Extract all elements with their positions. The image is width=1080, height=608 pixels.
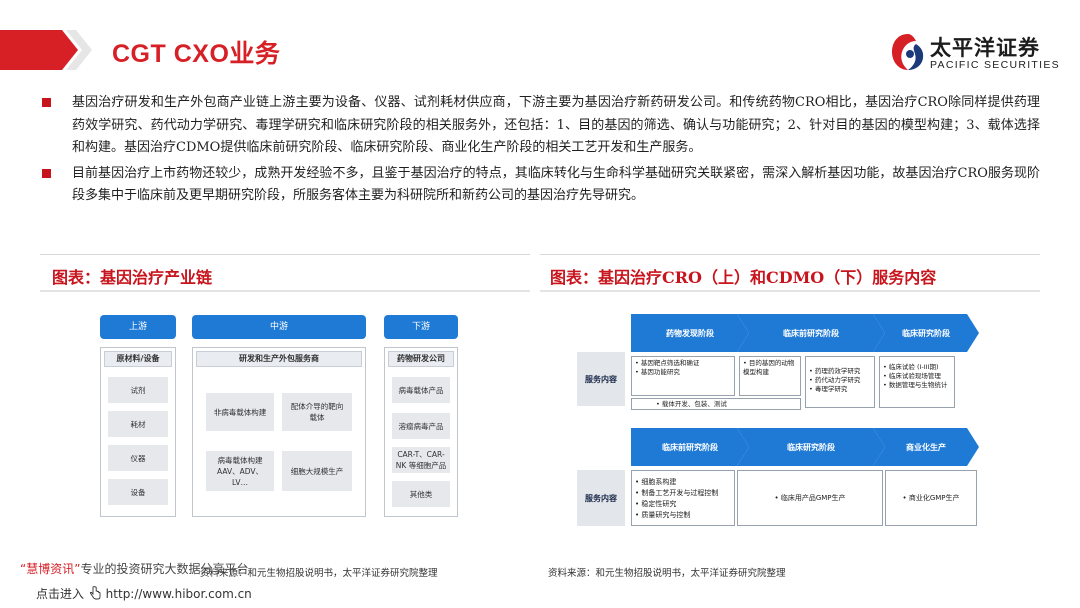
watermark-url-link[interactable]: http://www.hibor.com.cn — [105, 587, 252, 601]
upstream-chip: 上游 — [100, 315, 176, 339]
cro-stage-label: 药物发现阶段 — [666, 328, 714, 338]
service-line: • 药代动力学研究 — [809, 376, 861, 384]
cro-stage-label: 临床研究阶段 — [902, 328, 950, 338]
cro-service-label: 服务内容 — [577, 352, 625, 406]
service-line: 模型构建 — [743, 368, 769, 376]
midstream-item: 细胞大规模生产 — [282, 451, 352, 491]
service-line: • 药理药效学研究 — [809, 367, 861, 375]
downstream-item: 其他类 — [392, 481, 450, 507]
cro-service-box: • 目的基因的动物 模型构建 — [739, 356, 801, 396]
cdmo-stage-label: 临床前研究阶段 — [662, 442, 718, 452]
cro-stage-arrow: 临床前研究阶段 — [737, 314, 885, 352]
watermark-brand: “慧博资讯” — [20, 562, 81, 576]
cdmo-stage-arrow: 商业化生产 — [873, 428, 979, 466]
watermark-line1: “慧博资讯”专业的投资研究大数据分享平台 — [20, 560, 248, 577]
downstream-chip: 下游 — [384, 315, 458, 339]
midstream-item: 配体介导的靶向载体 — [282, 393, 352, 431]
service-line: • 数据管理与生物统计 — [883, 381, 948, 389]
logo-text-cn: 太平洋证券 — [930, 36, 1040, 60]
divider — [40, 254, 530, 255]
midstream-head: 研发和生产外包服务商 — [196, 351, 362, 367]
service-line: • 制备工艺开发与过程控制 — [635, 489, 719, 497]
cro-stage-arrow: 临床研究阶段 — [873, 314, 979, 352]
upstream-item: 仪器 — [108, 445, 168, 471]
service-line: • 稳定性研究 — [635, 500, 677, 508]
service-line: • 目的基因的动物 — [743, 359, 795, 367]
service-line: • 商业化GMP生产 — [902, 493, 960, 502]
hand-pointer-icon — [89, 586, 101, 600]
cro-service-box: • 临床试验 (I-III期) • 临床试验现场管理 • 数据管理与生物统计 — [879, 356, 955, 408]
service-line: • 毒理学研究 — [809, 385, 848, 393]
midstream-item: 病毒载体构建 AAV、ADV、LV… — [206, 451, 274, 491]
right-source: 资料来源：和元生物招股说明书，太平洋证券研究院整理 — [548, 568, 786, 579]
watermark-prefix: 点击进入 — [36, 587, 85, 601]
bullet-square-icon — [42, 98, 51, 107]
page-title: CGT CXO业务 — [112, 40, 281, 68]
industry-chain-diagram: 上游 中游 下游 原材料/设备 试剂 耗材 仪器 设备 研发和生产外包服务商 非… — [60, 305, 480, 545]
service-line: • 基因靶点筛选和确证 — [635, 359, 700, 367]
upstream-item: 试剂 — [108, 377, 168, 403]
bullet-list: 基因治疗研发和生产外包商产业链上游主要为设备、仪器、试剂耗材供应商，下游主要为基… — [40, 92, 1040, 208]
right-section-header: 图表：基因治疗CRO（上）和CDMO（下）服务内容 — [540, 254, 1040, 292]
cdmo-service-label: 服务内容 — [577, 470, 625, 526]
bullet-square-icon — [42, 168, 51, 178]
cdmo-stage-label: 临床研究阶段 — [787, 442, 835, 452]
header-arrow-decor — [0, 30, 92, 70]
cdmo-stage-arrow: 临床前研究阶段 — [631, 428, 749, 466]
service-line: • 质量研究与控制 — [635, 511, 691, 519]
service-line: • 细胞系构建 — [635, 478, 677, 486]
downstream-item: 病毒载体产品 — [392, 377, 450, 403]
cro-service-box: • 药理药效学研究 • 药代动力学研究 • 毒理学研究 — [805, 356, 875, 408]
bullet-text: 基因治疗研发和生产外包商产业链上游主要为设备、仪器、试剂耗材供应商，下游主要为基… — [72, 95, 1040, 155]
upstream-item: 耗材 — [108, 411, 168, 437]
pacific-logo-icon — [892, 34, 924, 70]
service-line: • 临床试验现场管理 — [883, 372, 941, 380]
service-line: • 基因功能研究 — [635, 368, 680, 376]
downstream-item: 溶瘤病毒产品 — [392, 413, 450, 439]
service-line: • 临床用产品GMP生产 — [774, 493, 846, 502]
cro-service-box: • 载体开发、包装、测试 — [631, 398, 801, 410]
divider — [540, 290, 1040, 292]
cro-stage-arrow: 药物发现阶段 — [631, 314, 749, 352]
right-section-title: 图表：基因治疗CRO（上）和CDMO（下）服务内容 — [550, 268, 937, 287]
upstream-head: 原材料/设备 — [104, 351, 172, 367]
logo-text-en: PACIFIC SECURITIES — [930, 59, 1060, 71]
midstream-item: 非病毒载体构建 — [206, 393, 274, 431]
cdmo-stage-arrow: 临床研究阶段 — [737, 428, 885, 466]
midstream-column — [192, 347, 366, 517]
divider — [40, 290, 530, 292]
bullet-text: 目前基因治疗上市药物还较少，成熟开发经验不多，且鉴于基因治疗的特点，其临床转化与… — [72, 165, 1040, 204]
cro-cdmo-diagram: 药物发现阶段 临床前研究阶段 临床研究阶段 服务内容 • 基因靶点筛选和确证 •… — [575, 310, 985, 530]
upstream-item: 设备 — [108, 479, 168, 505]
bullet-item: 基因治疗研发和生产外包商产业链上游主要为设备、仪器、试剂耗材供应商，下游主要为基… — [40, 92, 1040, 160]
left-source: 资料来源：和元生物招股说明书，太平洋证券研究院整理 — [200, 568, 438, 579]
cro-service-box: • 基因靶点筛选和确证 • 基因功能研究 — [631, 356, 735, 396]
divider — [540, 254, 1040, 255]
cro-stage-label: 临床前研究阶段 — [783, 328, 839, 338]
left-section-header: 图表：基因治疗产业链 — [40, 254, 530, 292]
service-line: • 临床试验 (I-III期) — [883, 363, 939, 371]
downstream-head: 药物研发公司 — [388, 351, 454, 367]
midstream-chip: 中游 — [192, 315, 366, 339]
cdmo-service-box: • 临床用产品GMP生产 — [737, 470, 883, 526]
watermark-tagline: 专业的投资研究大数据分享平台 — [80, 562, 249, 576]
cdmo-service-box: • 细胞系构建 • 制备工艺开发与过程控制 • 稳定性研究 • 质量研究与控制 — [631, 470, 735, 526]
bullet-item: 目前基因治疗上市药物还较少，成熟开发经验不多，且鉴于基因治疗的特点，其临床转化与… — [40, 163, 1040, 208]
service-line: • 载体开发、包装、测试 — [656, 400, 727, 408]
cdmo-stage-label: 商业化生产 — [906, 442, 946, 452]
downstream-item: CAR-T、CAR-NK 等细胞产品 — [392, 447, 450, 473]
brand-logo: 太平洋证券 PACIFIC SECURITIES — [890, 30, 1060, 74]
left-section-title: 图表：基因治疗产业链 — [52, 268, 213, 287]
watermark-line2[interactable]: 点击进入 http://www.hibor.com.cn — [36, 585, 252, 602]
cdmo-service-box: • 商业化GMP生产 — [885, 470, 977, 526]
